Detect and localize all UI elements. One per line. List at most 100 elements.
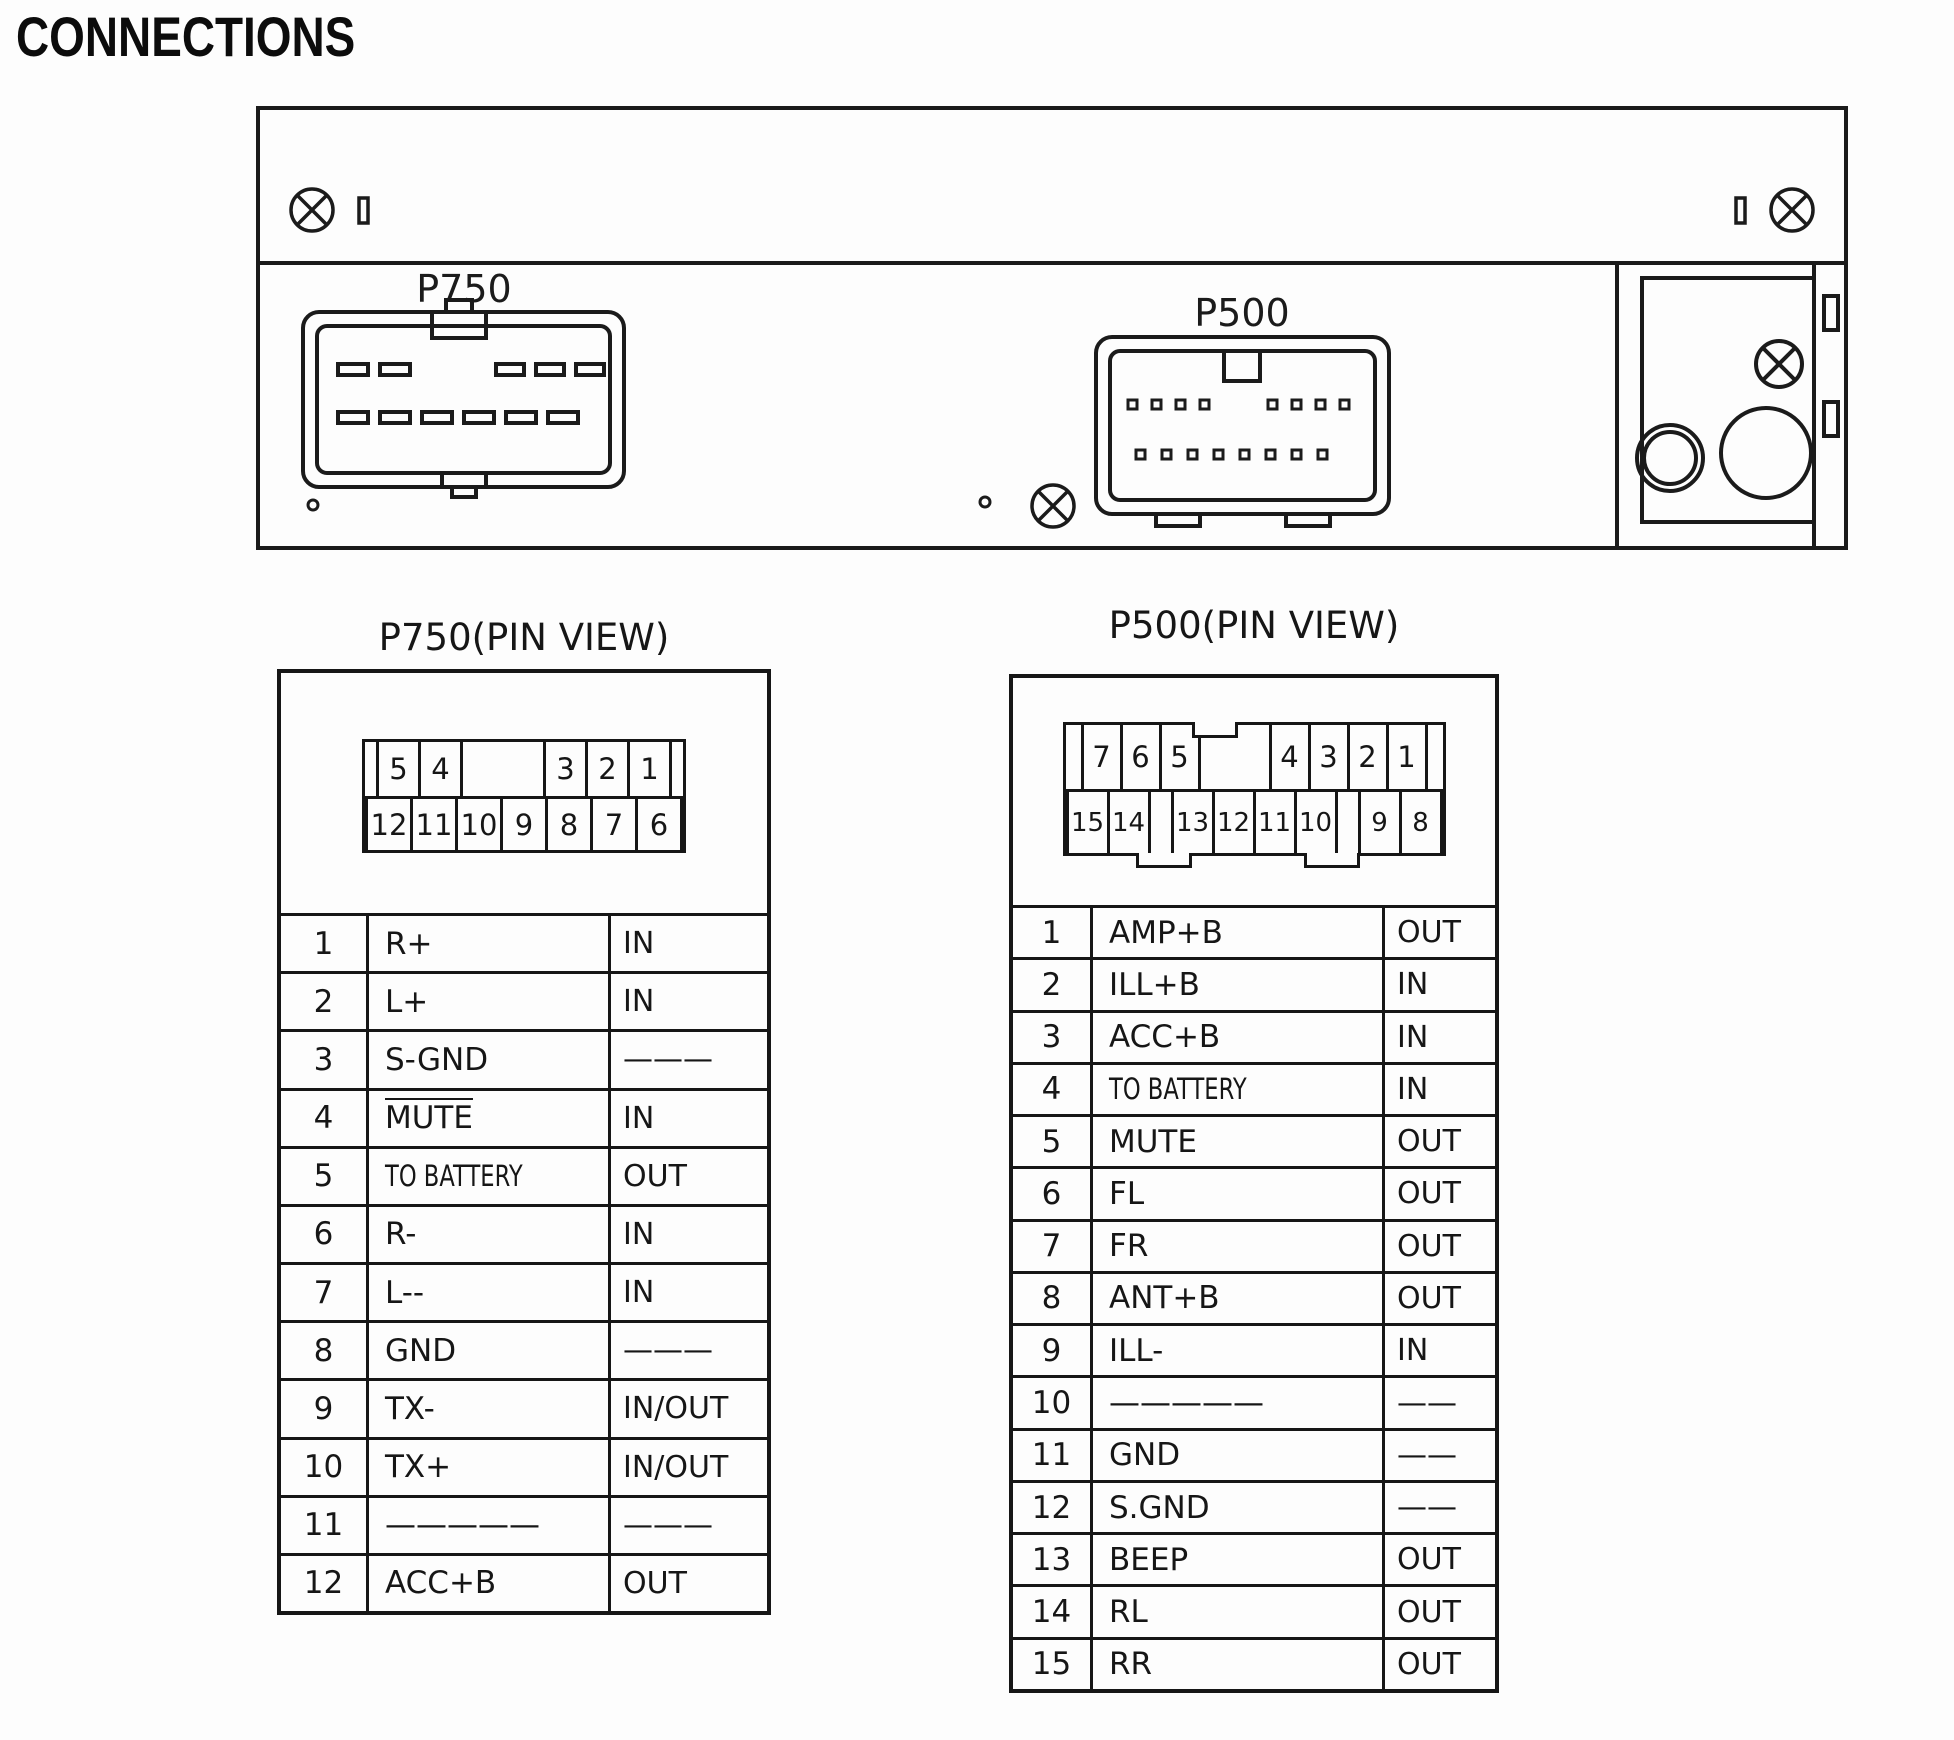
p750-pin-9-number: 9 xyxy=(500,799,548,850)
p500-pin-number: 7 xyxy=(1013,1221,1093,1271)
p750-signal-direction: OUT xyxy=(623,1565,687,1601)
p500-connector xyxy=(1094,335,1391,528)
p750-pin-number: 1 xyxy=(281,916,369,972)
p500-signal-name-text: GND xyxy=(1109,1437,1181,1474)
p750-pin-10-number: 10 xyxy=(455,799,503,850)
chassis-hole-left xyxy=(306,498,320,512)
p500-pin-7-number: 7 xyxy=(1080,725,1123,789)
p500-pin-3-number: 3 xyxy=(1307,725,1350,789)
p500-signal-name: BEEP xyxy=(1093,1535,1385,1585)
p750-signal-name: ACC+B xyxy=(369,1555,611,1612)
p500-row-10: 10——————— xyxy=(1013,1378,1495,1431)
p500-signal-name-text: S.GND xyxy=(1109,1489,1210,1526)
p500-signal-name-text: TO BATTERY xyxy=(1109,1072,1247,1107)
p500-connector-label: P500 xyxy=(1194,291,1289,335)
p750-signal-direction: IN/OUT xyxy=(623,1391,729,1427)
p500-pin-13-number: 13 xyxy=(1170,792,1215,853)
p500-pin-number: 9 xyxy=(1013,1326,1093,1376)
p500-pin-number: 8 xyxy=(1013,1273,1093,1324)
p500-signal-direction: OUT xyxy=(1397,1176,1461,1212)
p500-signal-name-text: BEEP xyxy=(1109,1541,1189,1578)
p500-signal-name-text: ILL- xyxy=(1109,1332,1164,1369)
p750-signal-name: ————— xyxy=(369,1497,611,1553)
screw-bottom-icon xyxy=(1030,483,1076,529)
p500-pin-number: 3 xyxy=(1013,1012,1093,1062)
p500-signal-name: ————— xyxy=(1093,1378,1385,1428)
p500-signal-name: TO BATTERY xyxy=(1093,1064,1385,1115)
p500-signal-direction: —— xyxy=(1397,1437,1457,1473)
p750-signal-name: TX- xyxy=(369,1381,611,1437)
p750-signal-direction: IN xyxy=(623,1100,655,1136)
p500-signal-direction: OUT xyxy=(1397,1280,1461,1316)
p500-signal-direction: OUT xyxy=(1397,1594,1461,1630)
p750-signal-direction: IN xyxy=(623,1275,655,1311)
p750-signal-direction: IN xyxy=(623,1216,655,1252)
p500-pin-5-number: 5 xyxy=(1158,725,1201,789)
p500-pin-number: 11 xyxy=(1013,1430,1093,1480)
p750-pin-number: 2 xyxy=(281,974,369,1030)
p500-connector-pins xyxy=(1126,398,1351,461)
p500-signal-name: AMP+B xyxy=(1093,908,1385,958)
p500-pin-number: 6 xyxy=(1013,1169,1093,1219)
p750-signal-name-text: ————— xyxy=(385,1507,540,1544)
p750-signal-name-text: ACC+B xyxy=(385,1565,497,1602)
chassis-hole-center xyxy=(978,495,992,509)
p750-pin-number: 7 xyxy=(281,1265,369,1321)
p750-connector-label: P750 xyxy=(416,267,511,311)
p500-pin-number: 13 xyxy=(1013,1535,1093,1585)
p750-signal-name: L+ xyxy=(369,974,611,1030)
p500-signal-direction: OUT xyxy=(1397,1646,1461,1682)
p500-pin-8-number: 8 xyxy=(1398,792,1443,853)
mounting-bracket xyxy=(1615,263,1840,548)
p500-pin-4-number: 4 xyxy=(1268,725,1311,789)
p750-connector xyxy=(301,298,626,499)
p500-signal-name-text: FR xyxy=(1109,1228,1149,1265)
p500-pin-number: 5 xyxy=(1013,1117,1093,1167)
p750-pin-number: 3 xyxy=(281,1032,369,1088)
p750-signal-name-text: MUTE xyxy=(385,1100,473,1137)
p750-signal-name: L-- xyxy=(369,1265,611,1321)
p750-pin-5-number: 5 xyxy=(376,742,421,796)
p500-signal-name: S.GND xyxy=(1093,1482,1385,1533)
p500-pin-10-number: 10 xyxy=(1293,792,1338,853)
p750-signal-direction: IN xyxy=(623,984,655,1020)
p500-signal-direction: IN xyxy=(1397,1071,1429,1107)
p750-signal-name: MUTE xyxy=(369,1090,611,1146)
p750-signal-name-text: TO BATTERY xyxy=(385,1159,523,1194)
screw-right-icon xyxy=(1734,187,1815,233)
p750-pin-number: 6 xyxy=(281,1206,369,1263)
p750-signal-name: GND xyxy=(369,1323,611,1379)
p750-pin-4-number: 4 xyxy=(418,742,463,796)
p500-pin-number: 12 xyxy=(1013,1482,1093,1533)
p750-pin-11-number: 11 xyxy=(410,799,458,850)
p750-signal-direction: ——— xyxy=(623,1507,713,1543)
p750-signal-name-text: R- xyxy=(385,1216,417,1253)
p500-pin-view-title: P500(PIN VIEW) xyxy=(1108,604,1400,647)
p500-pin-6-number: 6 xyxy=(1119,725,1162,789)
p500-pin-9-number: 9 xyxy=(1357,792,1402,853)
p750-pin-number: 5 xyxy=(281,1148,369,1204)
p500-signal-name-text: ————— xyxy=(1109,1385,1264,1422)
p500-signal-direction: OUT xyxy=(1397,1124,1461,1160)
